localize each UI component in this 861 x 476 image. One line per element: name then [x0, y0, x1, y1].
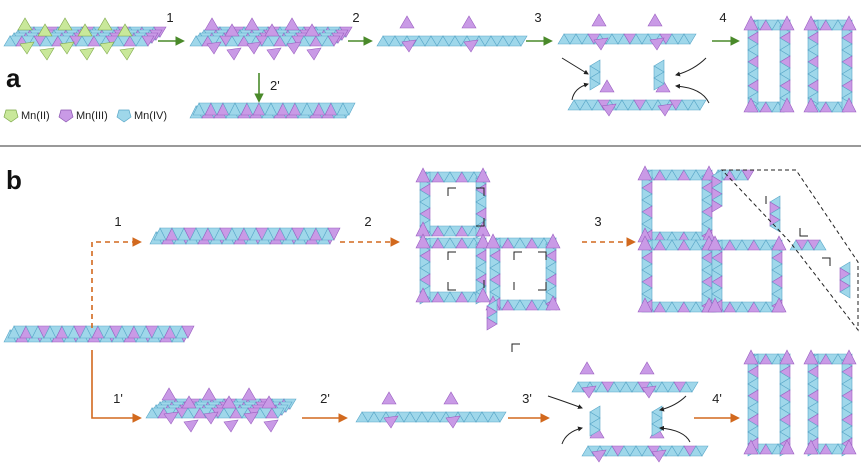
corner-marks — [447, 187, 831, 352]
a-tunnel-frames — [743, 15, 857, 113]
a-assembly — [557, 13, 707, 117]
legend-mn4-swatch — [116, 109, 132, 123]
b-assembly — [571, 361, 709, 463]
b-tunnels-step3 — [637, 165, 851, 313]
step-b-4prime: 4' — [712, 391, 722, 406]
curve-arrow-a4 — [675, 83, 710, 104]
b-layered-intermediate — [145, 387, 297, 433]
zoom-outline — [720, 169, 859, 332]
curve-arrow-b1 — [547, 395, 583, 409]
step-a-1: 1 — [166, 10, 173, 25]
step-b-1: 1 — [114, 214, 121, 229]
step-b-2: 2 — [364, 214, 371, 229]
step-a-2prime: 2' — [270, 78, 280, 93]
a-layered-precursor — [3, 17, 167, 61]
step-a-2: 2 — [352, 10, 359, 25]
curve-arrow-a3 — [675, 57, 707, 77]
a-single-chain-2prime — [189, 102, 356, 119]
structures — [3, 13, 857, 463]
a-layered-intermediate — [189, 17, 353, 61]
panel-b-label: b — [6, 165, 22, 195]
panel-a-label: a — [6, 63, 21, 93]
curve-arrow-a1 — [561, 57, 589, 75]
arrow-b-1 — [91, 237, 142, 328]
step-a-4: 4 — [719, 10, 726, 25]
step-b-1prime: 1' — [113, 391, 123, 406]
curve-arrow-b2 — [561, 426, 583, 445]
arrow-b-1prime — [91, 350, 142, 423]
step-b-3prime: 3' — [522, 391, 532, 406]
curve-arrow-b3 — [659, 395, 687, 412]
step-a-3: 3 — [534, 10, 541, 25]
legend-mn4-label: Mn(IV) — [134, 110, 167, 122]
a-ribbon — [376, 15, 528, 53]
b-start-chain — [3, 325, 195, 343]
legend-mn2-swatch — [3, 109, 19, 123]
b-tunnels-step2 — [415, 167, 561, 331]
step-b-3: 3 — [594, 214, 601, 229]
curve-arrow-b4 — [659, 425, 691, 443]
curve-arrow-a2 — [571, 82, 589, 101]
legend-mn2-label: Mn(II) — [21, 110, 50, 122]
b-ribbon — [355, 391, 507, 429]
step-b-2prime: 2' — [320, 391, 330, 406]
legend-mn3-swatch — [58, 109, 74, 123]
legend-mn3-label: Mn(III) — [76, 110, 108, 122]
b-chain-dashed-path — [149, 227, 341, 245]
b-tunnel-frames — [743, 349, 857, 457]
legend: Mn(II) Mn(III) Mn(IV) — [3, 109, 167, 123]
